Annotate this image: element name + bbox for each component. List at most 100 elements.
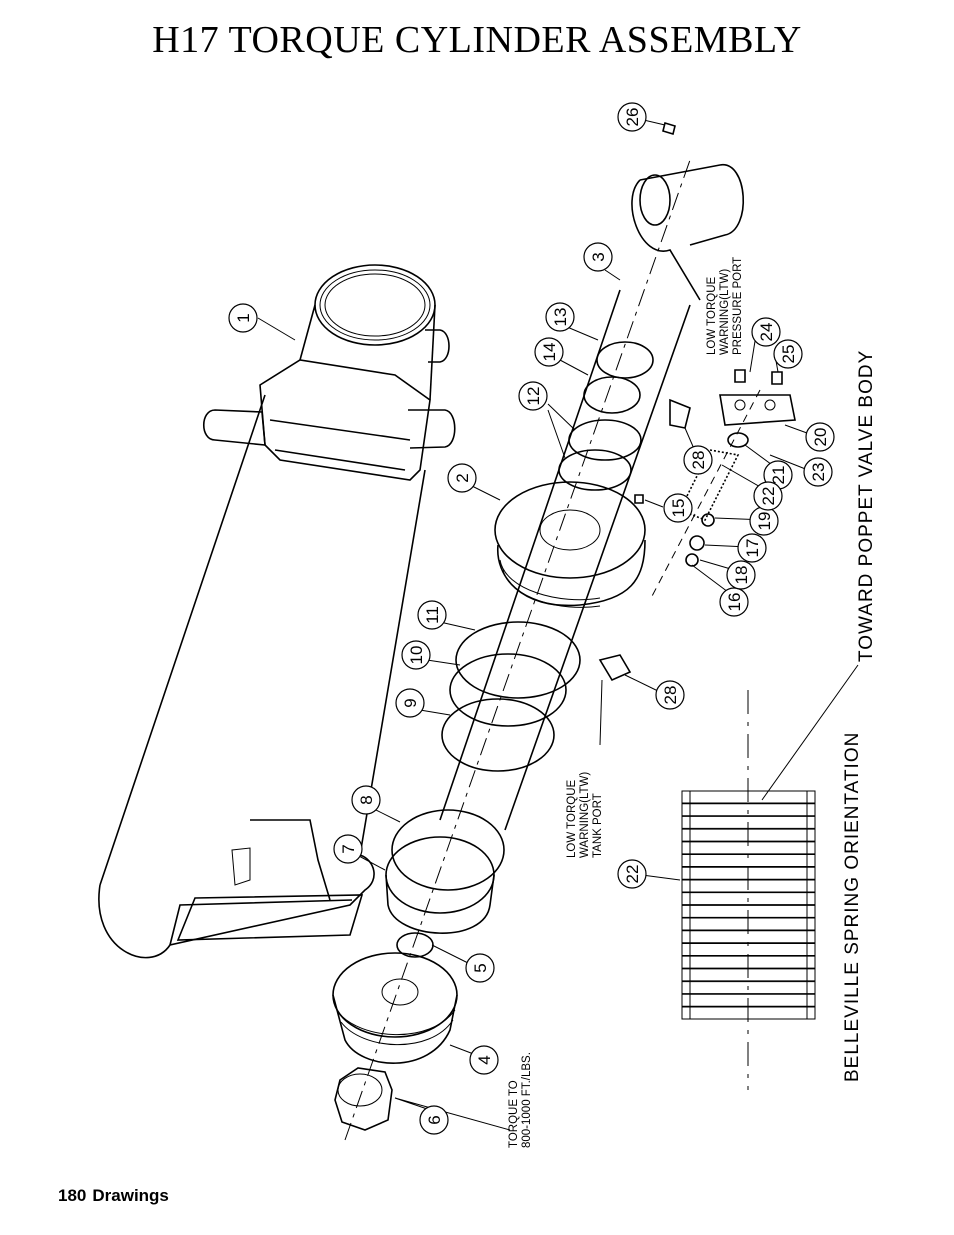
svg-text:28: 28 — [661, 686, 680, 705]
belleville-washer — [681, 828, 816, 842]
belleville-washer — [681, 866, 816, 880]
svg-text:19: 19 — [755, 512, 774, 531]
svg-text:10: 10 — [407, 646, 426, 665]
belleville-leader — [761, 664, 859, 801]
callout-15: 15 — [663, 493, 693, 523]
svg-text:12: 12 — [524, 387, 543, 406]
belleville-washer — [681, 930, 816, 944]
callout-26: 26 — [617, 102, 647, 132]
svg-text:9: 9 — [401, 698, 420, 707]
svg-text:7: 7 — [339, 844, 358, 853]
svg-text:4: 4 — [475, 1055, 494, 1064]
callout-5: 5 — [465, 953, 495, 983]
callout-19: 19 — [749, 506, 779, 536]
svg-text:PRESSURE PORT: PRESSURE PORT — [732, 257, 744, 355]
callout-7: 7 — [333, 834, 363, 864]
callout-16: 16 — [719, 587, 749, 617]
callout-1: 1 — [228, 303, 258, 333]
section-name: Drawings — [92, 1186, 169, 1205]
svg-text:24: 24 — [757, 323, 776, 342]
svg-text:16: 16 — [725, 593, 744, 612]
callout-10: 10 — [401, 640, 431, 670]
belleville-washer — [681, 803, 816, 817]
belleville-washer — [681, 955, 816, 969]
piston-nut — [332, 932, 458, 1131]
svg-text:6: 6 — [425, 1115, 444, 1124]
seal-rings — [385, 621, 581, 934]
svg-text:14: 14 — [540, 343, 559, 362]
belleville-washer — [681, 917, 816, 931]
svg-text:WARNING(LTW): WARNING(LTW) — [719, 269, 731, 355]
callout-24: 24 — [751, 317, 781, 347]
page-footer: 180 Drawings — [58, 1186, 169, 1206]
belleville-washer — [681, 942, 816, 956]
svg-text:25: 25 — [779, 345, 798, 364]
svg-text:13: 13 — [551, 308, 570, 327]
callout-9: 9 — [395, 688, 425, 718]
svg-text:1: 1 — [234, 313, 253, 322]
cylinder-barrel — [98, 264, 456, 959]
belleville-spring-stack — [681, 790, 816, 1020]
callout-25: 25 — [773, 339, 803, 369]
svg-text:20: 20 — [811, 428, 830, 447]
svg-text:5: 5 — [471, 963, 490, 972]
callout-11: 11 — [417, 600, 447, 630]
svg-text:22: 22 — [623, 865, 642, 884]
callout-20: 20 — [805, 422, 835, 452]
svg-text:26: 26 — [623, 108, 642, 127]
belleville-washer — [681, 993, 816, 1007]
svg-text:17: 17 — [743, 539, 762, 558]
belleville-label: BELLEVILLE SPRING ORIENTATION — [842, 732, 863, 1082]
svg-text:18: 18 — [732, 566, 751, 585]
page-title: H17 TORQUE CYLINDER ASSEMBLY — [152, 19, 802, 61]
callout-28-upper: 28 — [683, 445, 713, 475]
belleville-washer — [681, 1006, 816, 1020]
piston-rod — [439, 164, 744, 831]
belleville-washer — [681, 854, 816, 868]
belleville-washer — [681, 981, 816, 995]
callout-4: 4 — [469, 1045, 499, 1075]
belleville-washer — [681, 968, 816, 982]
callout-14: 14 — [534, 337, 564, 367]
svg-text:LOW TORQUE: LOW TORQUE — [706, 277, 718, 355]
svg-text:3: 3 — [589, 252, 608, 261]
svg-text:11: 11 — [423, 606, 442, 624]
callout-18: 18 — [726, 560, 756, 590]
belleville-washer — [681, 841, 816, 855]
poppet-valve-parts — [598, 121, 796, 682]
svg-text:LOW TORQUE: LOW TORQUE — [566, 780, 578, 858]
callout-12: 12 — [518, 381, 548, 411]
callout-8: 8 — [351, 785, 381, 815]
svg-text:28: 28 — [689, 451, 708, 470]
svg-text:TORQUE TO: TORQUE TO — [508, 1080, 520, 1148]
page-number: 180 — [58, 1186, 87, 1205]
torque-note: TORQUE TO 800-1000 FT./LBS. — [508, 1052, 533, 1148]
svg-text:23: 23 — [809, 463, 828, 482]
belleville-washer — [681, 879, 816, 893]
svg-text:15: 15 — [669, 499, 688, 518]
callout-6: 6 — [419, 1105, 449, 1135]
ltw-pressure-note: LOW TORQUE WARNING(LTW) PRESSURE PORT — [706, 257, 744, 355]
callout-22-lower: 22 — [617, 859, 647, 889]
ltw-tank-note: LOW TORQUE WARNING(LTW) TANK PORT — [566, 772, 604, 858]
belleville-washer — [681, 892, 816, 906]
belleville-washer — [681, 790, 816, 804]
belleville-washer — [681, 815, 816, 829]
callout-2: 2 — [447, 463, 477, 493]
callout-17: 17 — [737, 533, 767, 563]
callout-22-upper: 22 — [753, 481, 783, 511]
svg-text:WARNING(LTW): WARNING(LTW) — [579, 772, 591, 858]
callout-3: 3 — [583, 242, 613, 272]
svg-text:8: 8 — [357, 795, 376, 804]
poppet-label: TOWARD POPPET VALVE BODY — [856, 350, 877, 662]
svg-text:2: 2 — [453, 473, 472, 482]
svg-text:21: 21 — [769, 466, 788, 485]
svg-text:800-1000 FT./LBS.: 800-1000 FT./LBS. — [521, 1052, 533, 1148]
callout-13: 13 — [545, 302, 575, 332]
svg-text:TANK PORT: TANK PORT — [592, 793, 604, 858]
callout-23: 23 — [803, 457, 833, 487]
callout-28-lower: 28 — [655, 680, 685, 710]
belleville-washer — [681, 904, 816, 918]
svg-text:22: 22 — [759, 487, 778, 506]
